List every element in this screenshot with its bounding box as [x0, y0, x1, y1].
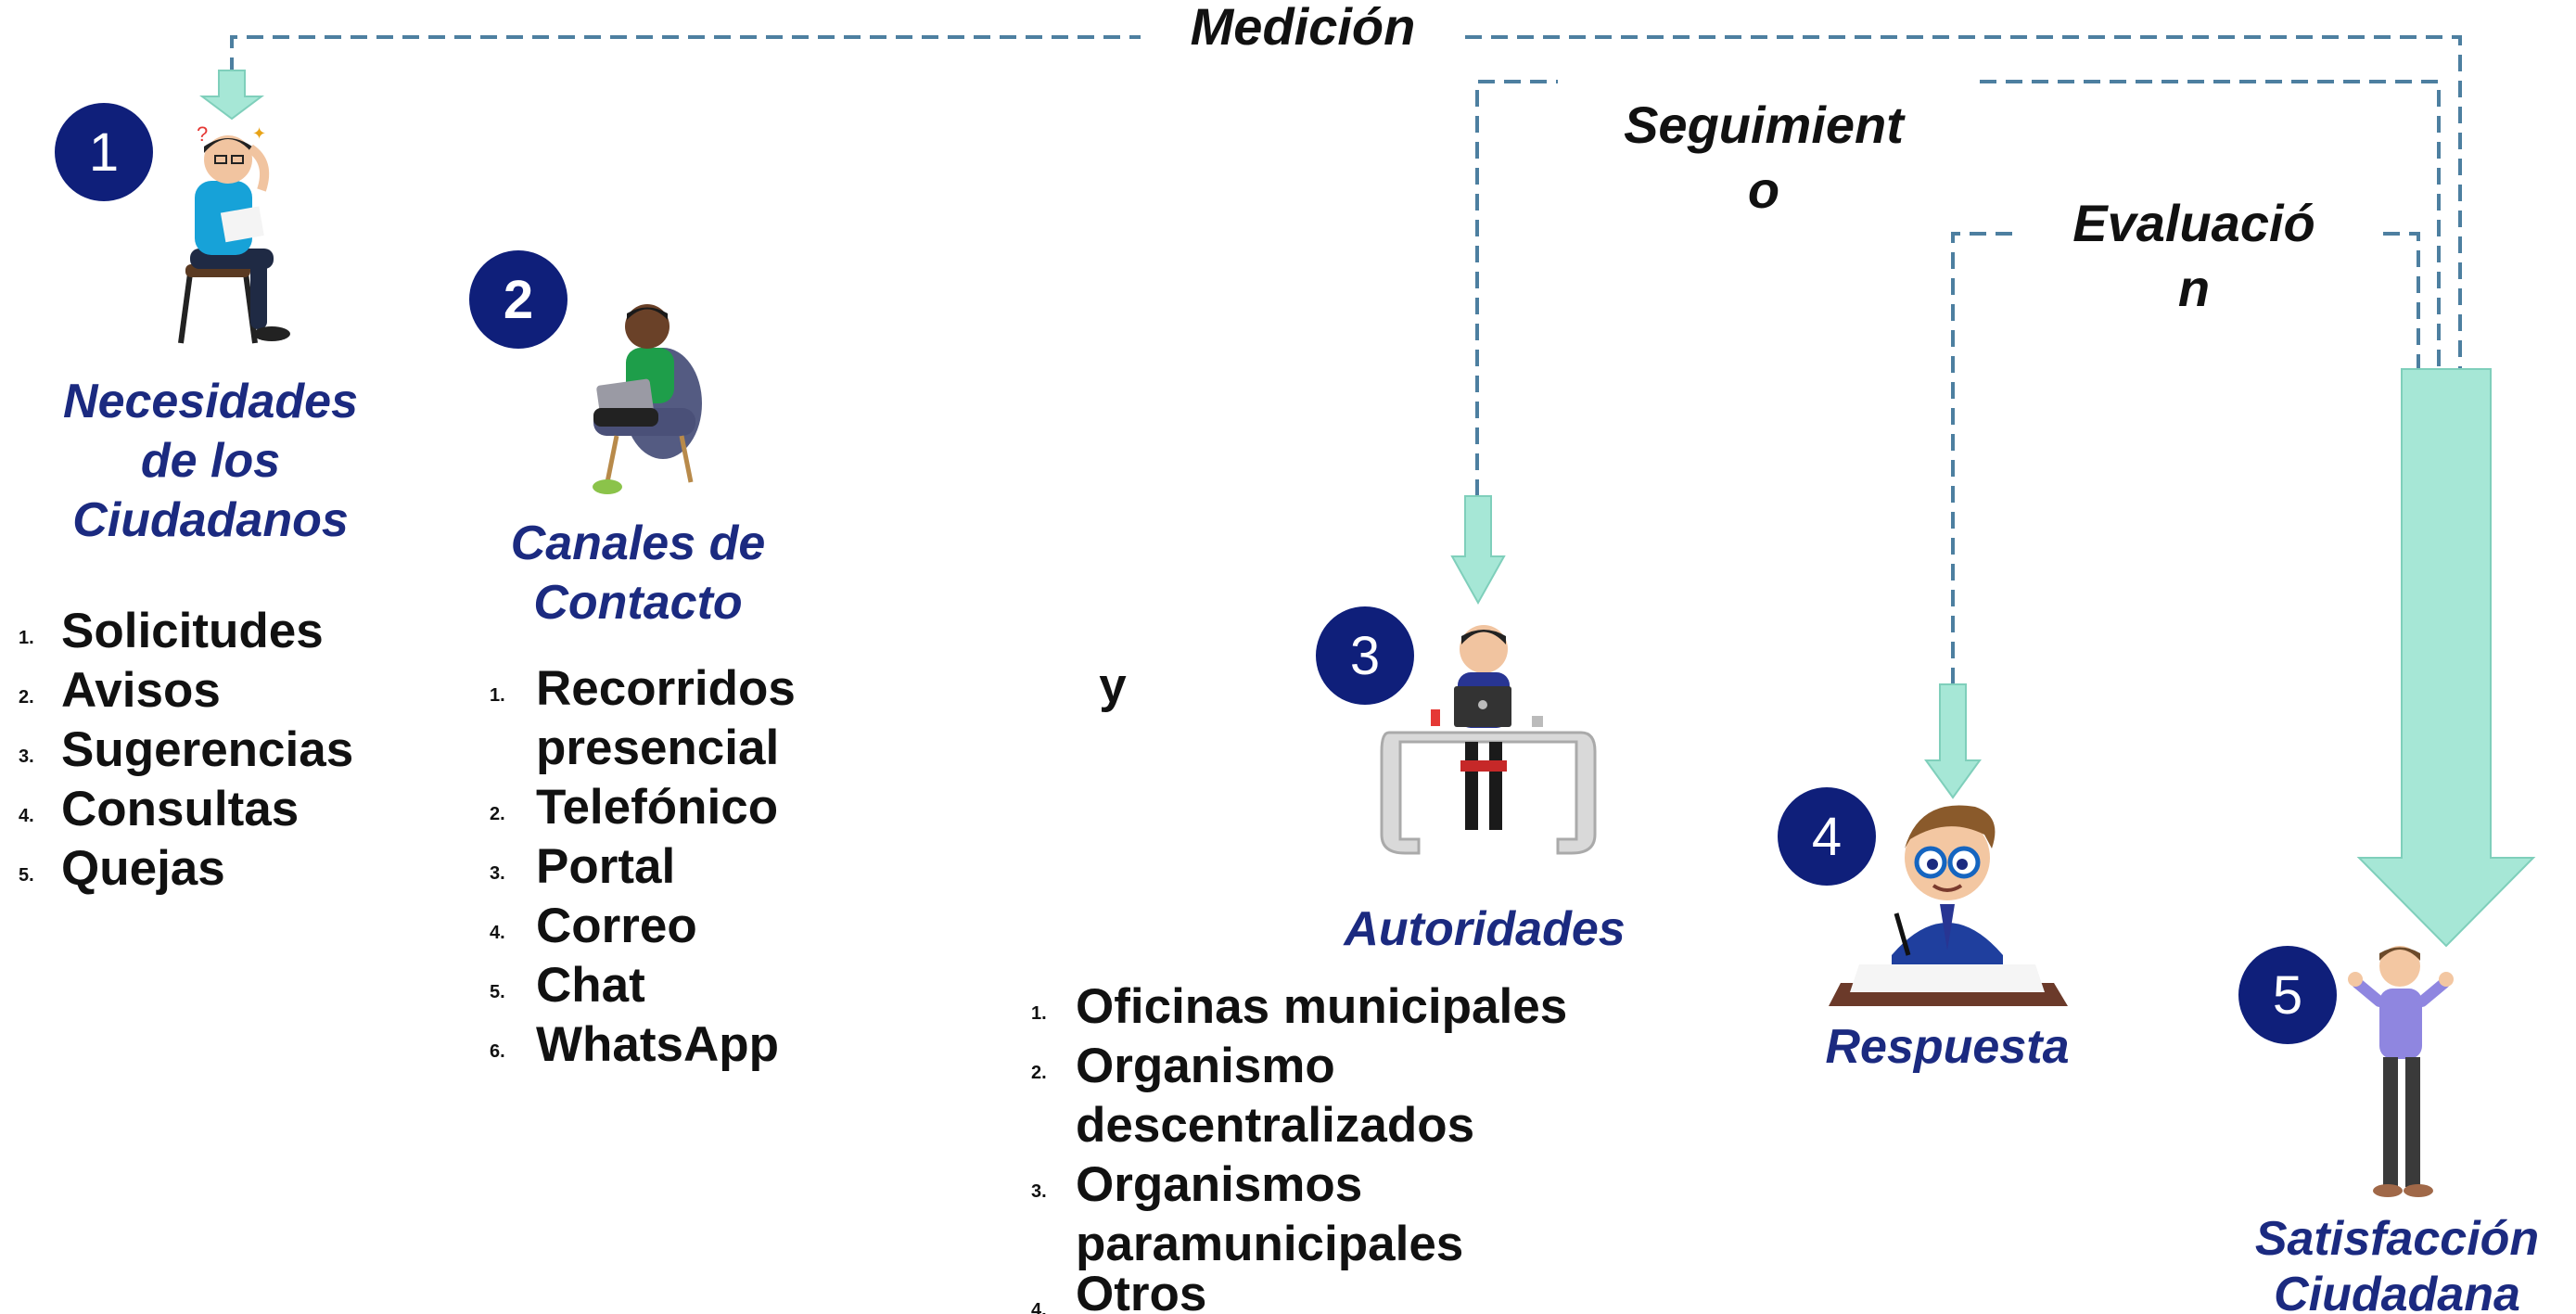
step-title-line: Autoridades — [1342, 902, 1625, 956]
list-number: 1. — [490, 685, 505, 706]
flow-labels: Medición Seguimient o Evaluació n — [1141, 0, 2315, 317]
step-badge — [469, 250, 567, 349]
list-item: presencial — [536, 721, 779, 775]
list-number: 5. — [490, 982, 505, 1002]
arrow-down-icon — [1924, 683, 1982, 799]
list-number: 5. — [19, 865, 34, 886]
step-number: 4 — [1812, 807, 1842, 867]
list-number: 4. — [19, 806, 34, 826]
step-number: 1 — [89, 122, 119, 183]
list-item: Sugerencias — [61, 722, 353, 777]
list-number: 2. — [19, 687, 34, 708]
list-number: 3. — [490, 863, 505, 884]
step-title-line: Necesidades — [63, 375, 358, 428]
step-title-line: Satisfacción — [2255, 1212, 2539, 1266]
list-item: Organismos — [1076, 1157, 1362, 1212]
step-title-line: Canales de — [511, 517, 766, 570]
list-number: 1. — [1031, 1003, 1047, 1024]
svg-text:?: ? — [197, 122, 208, 146]
list-item: Portal — [536, 839, 675, 894]
svg-text:✦: ✦ — [252, 124, 266, 143]
list-item: Oficinas municipales — [1076, 979, 1567, 1034]
list-number: 3. — [19, 746, 34, 767]
list-item: Organismo — [1076, 1039, 1335, 1093]
medicion-line — [230, 35, 2462, 369]
step-badge — [1778, 787, 1876, 886]
step-title-line: Ciudadana — [2274, 1268, 2520, 1314]
list-item: Consultas — [61, 782, 299, 836]
step-number: 5 — [2273, 965, 2302, 1026]
evaluacion-line — [1951, 232, 2420, 684]
list-item: Solicitudes — [61, 604, 324, 658]
seguimiento-line — [1475, 80, 2441, 496]
seguimiento-label-line1: Seguimient — [1624, 96, 1906, 154]
step-1: 1 ? ✦ Necesidades de los Ciudadanos 1. S… — [19, 103, 358, 896]
seguimiento-label-line2: o — [1748, 160, 1779, 219]
step-4: 4 Respuesta — [1778, 787, 2070, 1074]
step-title-line: Ciudadanos — [72, 493, 349, 547]
list-number: 2. — [490, 804, 505, 824]
list-number: 2. — [1031, 1063, 1047, 1083]
list-item: paramunicipales — [1076, 1217, 1463, 1271]
list-item: Recorridos — [536, 661, 796, 716]
step-5: 5 Satisfacción Ciudadana — [2238, 946, 2539, 1314]
big-arrow-down-icon — [2356, 368, 2536, 948]
step-number: 3 — [1350, 626, 1380, 686]
step-title-line: de los — [141, 434, 280, 488]
step-number: 2 — [504, 270, 533, 330]
writing-person-icon — [1829, 805, 2068, 1006]
connector-text: y — [1099, 658, 1127, 713]
list-item: Chat — [536, 958, 645, 1013]
evaluacion-label-line2: n — [2178, 259, 2210, 317]
list-item: Correo — [536, 899, 697, 953]
list-item: descentralizados — [1076, 1098, 1474, 1153]
arrows — [199, 70, 2536, 948]
list-number: 1. — [19, 628, 34, 648]
step-badge — [2238, 946, 2337, 1044]
step-title-line: Contacto — [533, 576, 742, 630]
thinking-person-icon: ? ✦ — [178, 122, 290, 344]
medicion-label: Medición — [1191, 0, 1416, 56]
step-badge — [55, 103, 153, 201]
list-number: 4. — [1031, 1300, 1047, 1314]
desk-worker-icon — [1380, 625, 1597, 855]
evaluacion-label-line1: Evaluació — [2072, 194, 2315, 252]
list-number: 6. — [490, 1041, 505, 1062]
list-number: 3. — [1031, 1181, 1047, 1202]
list-item: Avisos — [61, 663, 221, 718]
list-item: Telefónico — [536, 780, 778, 835]
list-item: Otros — [1076, 1267, 1206, 1314]
step-3: 3 Autoridades 1. Oficinas municipales 2.… — [1031, 606, 1626, 1314]
list-number: 4. — [490, 923, 505, 943]
laptop-person-icon — [593, 304, 702, 494]
arrow-down-icon — [199, 70, 264, 121]
list-item: Quejas — [61, 841, 225, 896]
step-badge — [1316, 606, 1414, 705]
step-title-line: Respuesta — [1826, 1020, 2070, 1074]
list-item: WhatsApp — [536, 1017, 779, 1072]
step-2: 2 Canales de Contacto 1. Recorridos pres… — [469, 250, 796, 1072]
feedback-lines — [230, 35, 2462, 684]
arrow-down-icon — [1450, 495, 1506, 606]
thumbs-up-person-icon — [2348, 946, 2454, 1197]
